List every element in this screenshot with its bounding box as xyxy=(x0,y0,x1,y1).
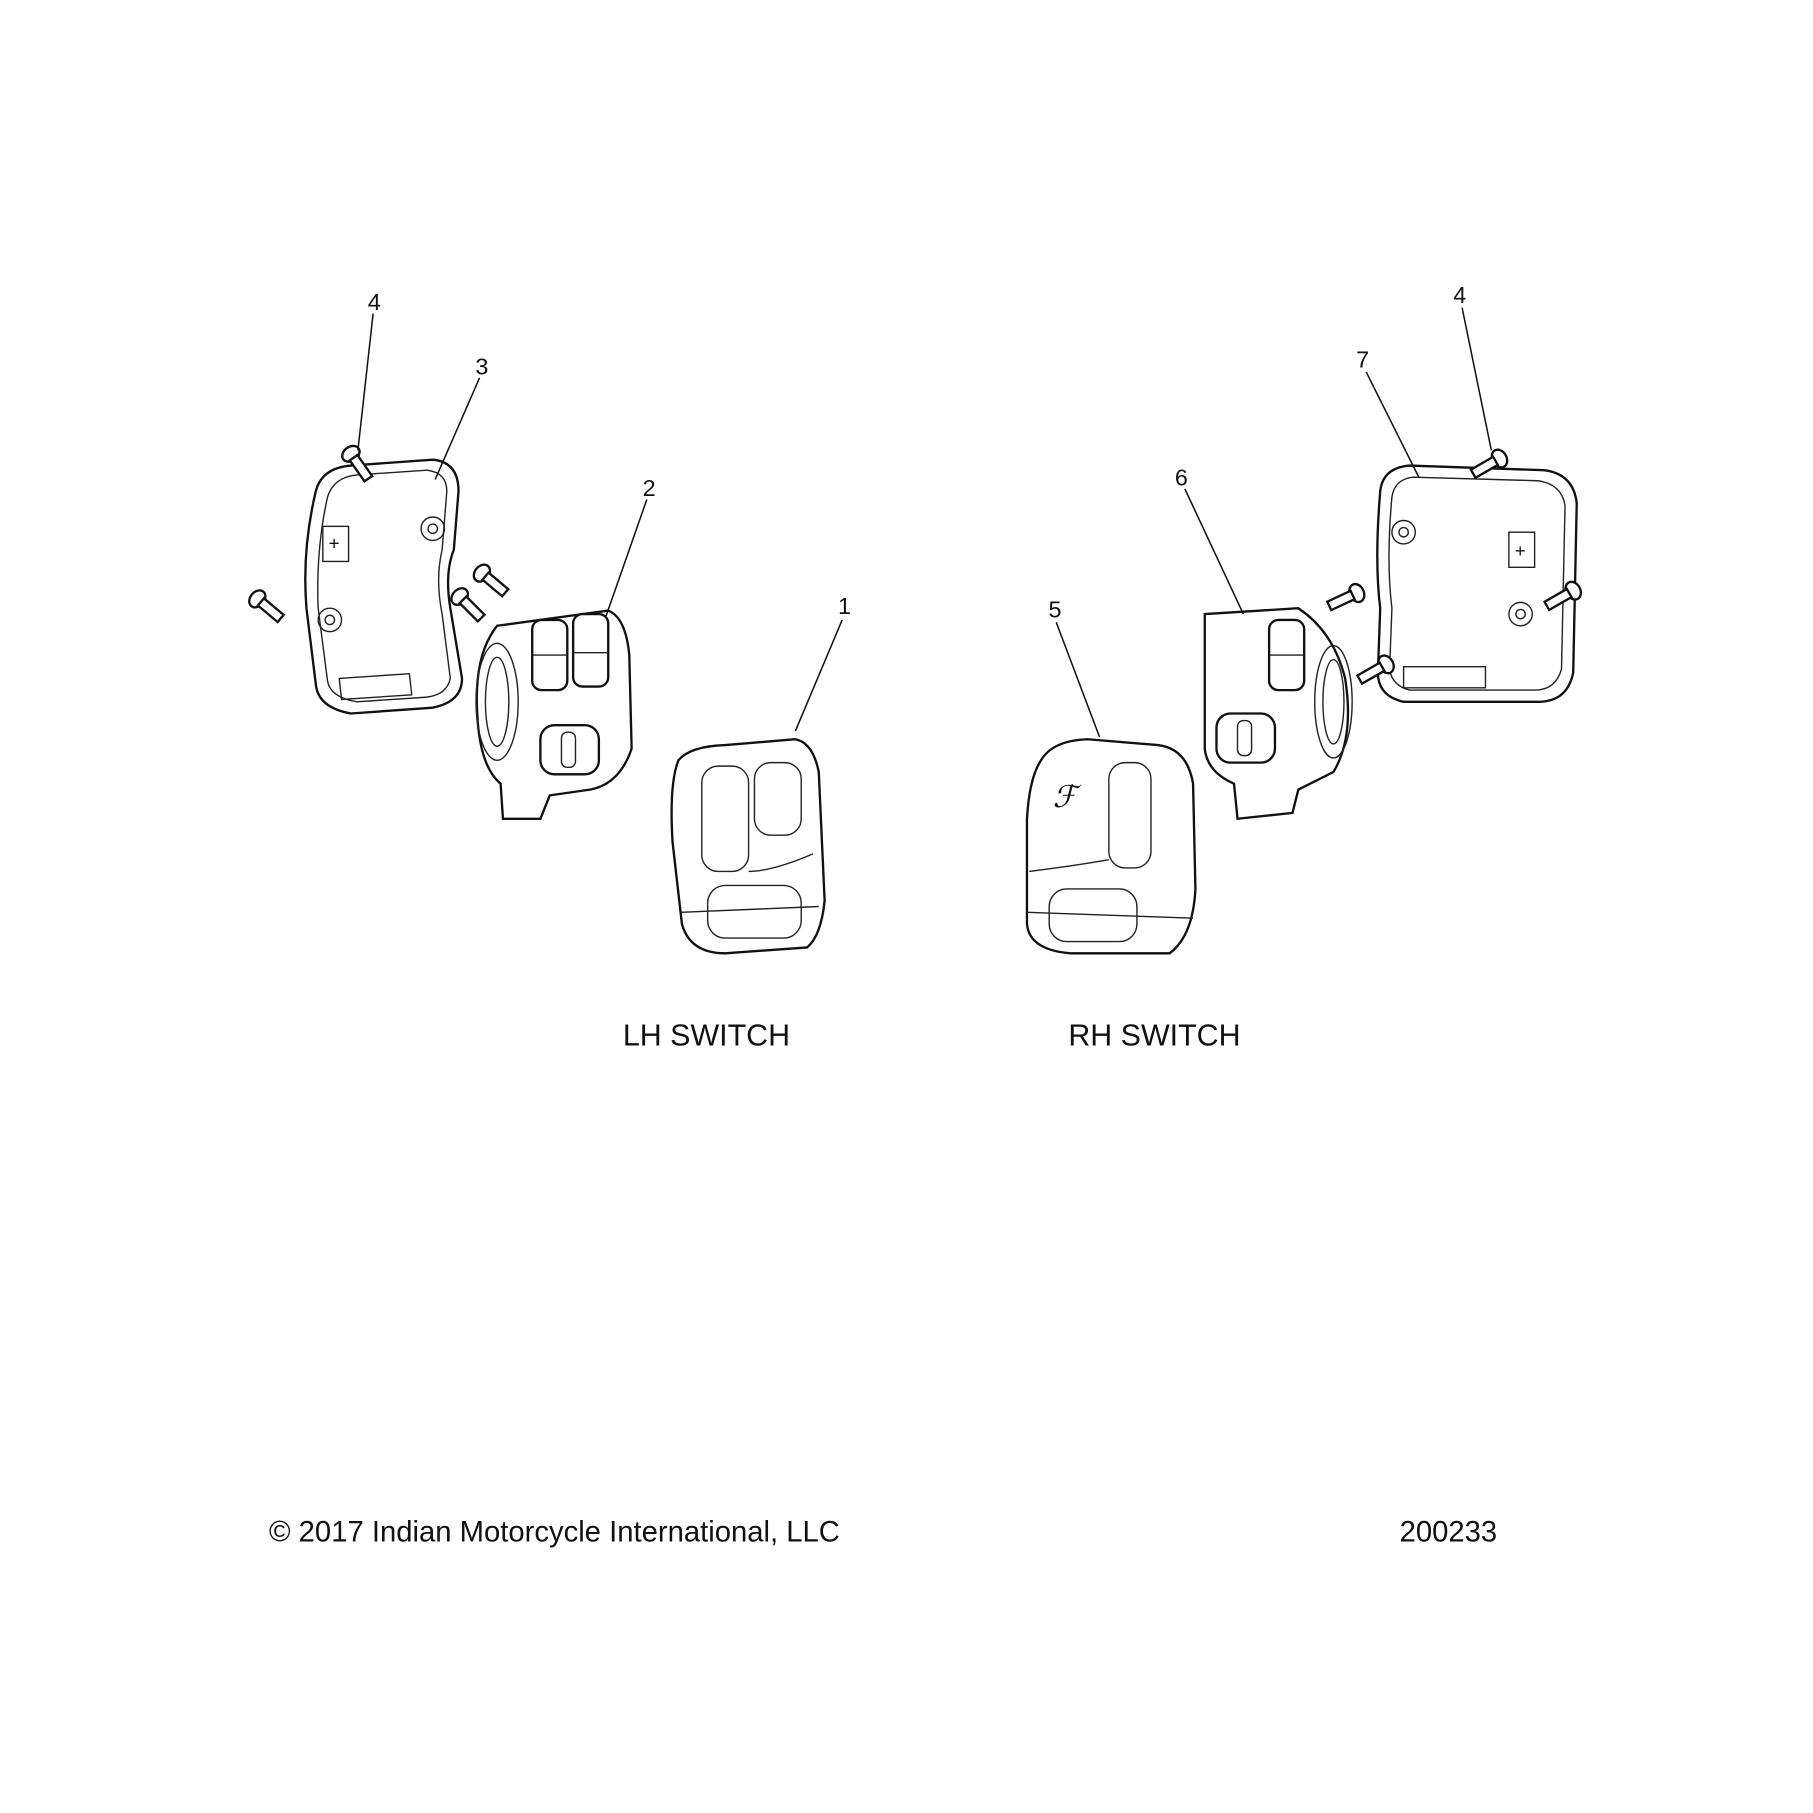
callout-2: 2 xyxy=(643,475,656,501)
callout-4-left: 4 xyxy=(368,289,381,315)
rh-switch-body-part-6 xyxy=(1203,607,1353,821)
rh-housing-part-7: + xyxy=(1376,464,1578,703)
copyright-text: © 2017 Indian Motorcycle International, … xyxy=(269,1517,840,1549)
svg-text:+: + xyxy=(1515,540,1526,561)
svg-text:+: + xyxy=(329,533,340,554)
leader-lines xyxy=(357,307,1493,738)
lh-switch-body-part-2 xyxy=(475,609,633,820)
callout-5: 5 xyxy=(1049,597,1062,623)
callout-7: 7 xyxy=(1356,346,1369,372)
rh-switch-caption: RH SWITCH xyxy=(1068,1019,1240,1053)
callout-4-right: 4 xyxy=(1453,282,1466,308)
lh-switch-caption: LH SWITCH xyxy=(623,1019,790,1053)
lh-switch-cover-part-1 xyxy=(670,738,826,955)
lh-screws-part-4 xyxy=(248,444,510,624)
callout-3: 3 xyxy=(475,353,488,379)
rh-switch-cover-part-5: ℱ xyxy=(1025,738,1197,955)
lh-housing-part-3: + xyxy=(304,458,464,715)
drawing-number: 200233 xyxy=(1400,1517,1498,1549)
rh-screws-part-4 xyxy=(1325,448,1583,686)
callout-6: 6 xyxy=(1175,464,1188,490)
callout-1: 1 xyxy=(838,593,851,619)
